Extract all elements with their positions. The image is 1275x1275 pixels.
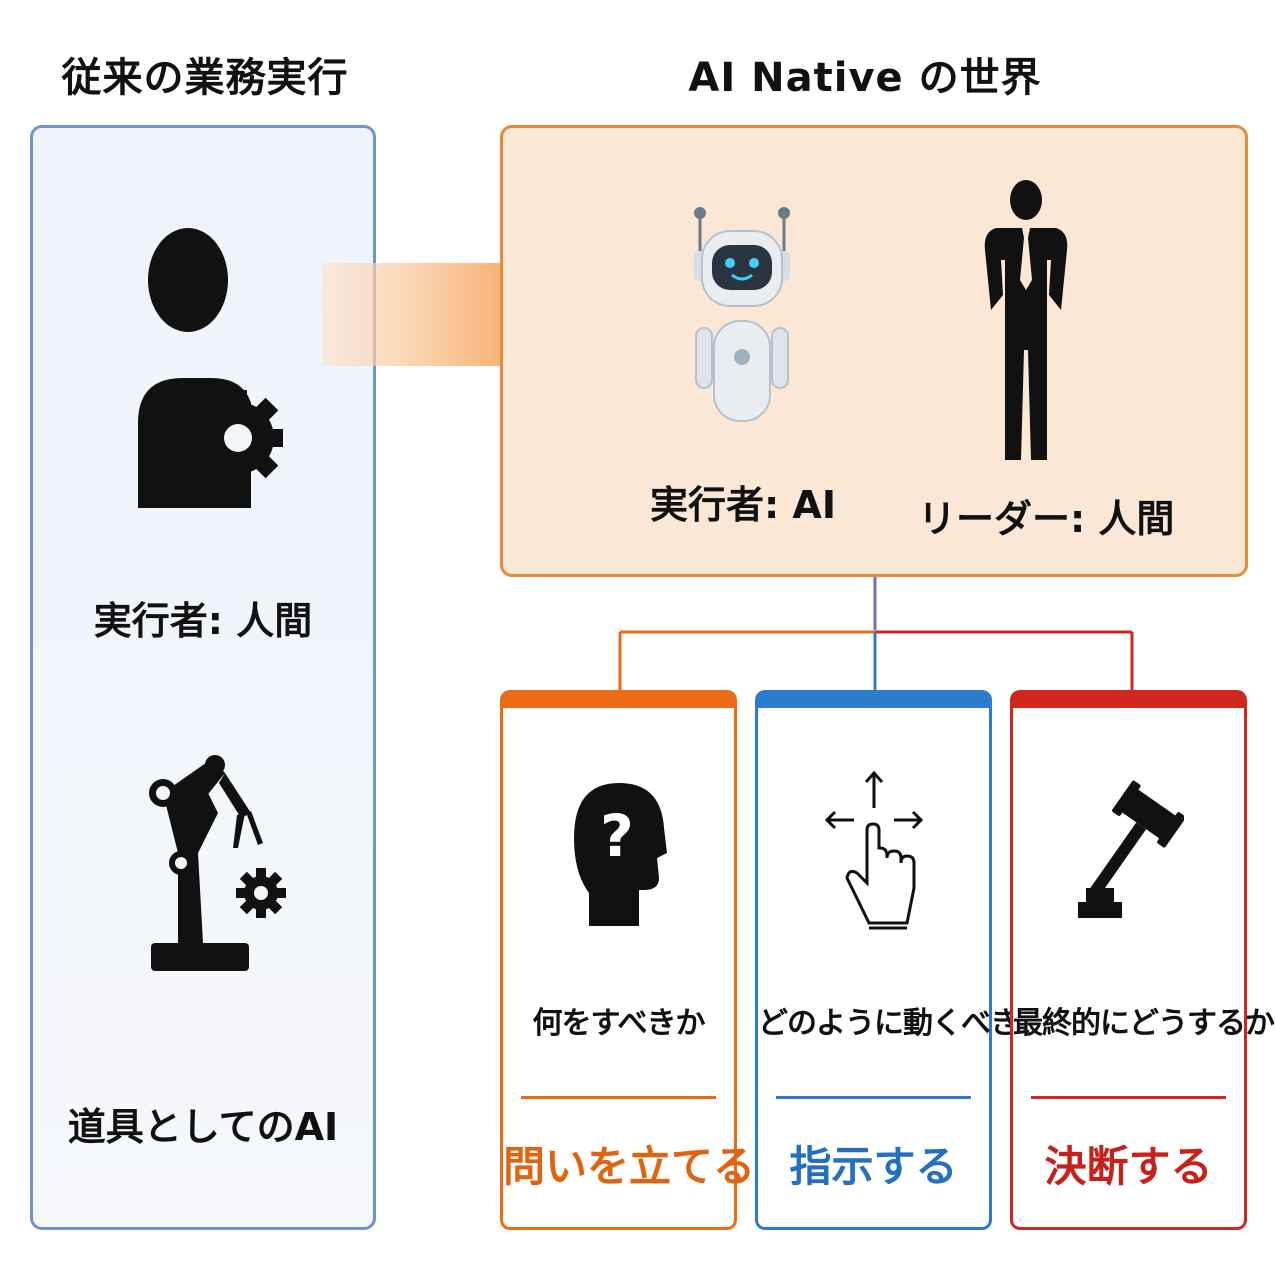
ai-as-tool-label: 道具としてのAI [67, 1105, 339, 1149]
card-decide: 最終的にどうするか 決断する [1010, 690, 1275, 1230]
card-text-how: どのように動くべきか [758, 1006, 1049, 1041]
executor-ai-label: 実行者: AI [650, 483, 836, 527]
robot-arm-icon [149, 755, 286, 971]
card-ask-question: ? 何をすべきか 問いを立てる [500, 690, 756, 1230]
card-action-decide: 決断する [1044, 1142, 1213, 1191]
left-title: 従来の業務実行 [61, 55, 349, 101]
card-divider [1031, 1096, 1226, 1099]
executor-human-label: 実行者: 人間 [93, 599, 313, 643]
card-action-ask: 問いを立てる [503, 1142, 756, 1191]
card-divider [521, 1096, 716, 1099]
leader-person-icon [984, 180, 1068, 460]
gavel-icon [1077, 780, 1184, 918]
card-action-instruct: 指示する [789, 1142, 958, 1191]
card-instruct: どのように動くべきか 指示する [755, 690, 1049, 1230]
right-title: AI Native の世界 [688, 55, 1042, 101]
card-text-what: 何をすべきか [532, 1006, 706, 1041]
hand-move-arrows-icon [824, 770, 923, 930]
card-text-final: 最終的にどうするか [1013, 1006, 1275, 1041]
card-divider [776, 1096, 971, 1099]
ai-native-panel: 実行者: AI リーダー: 人間 [500, 125, 1248, 577]
person-gear-icon [138, 228, 283, 508]
svg-text:?: ? [600, 802, 634, 870]
robot-icon [694, 207, 790, 422]
head-question-icon: ? [573, 783, 667, 926]
traditional-execution-panel: 実行者: 人間 道具としてのAI [30, 125, 376, 1230]
